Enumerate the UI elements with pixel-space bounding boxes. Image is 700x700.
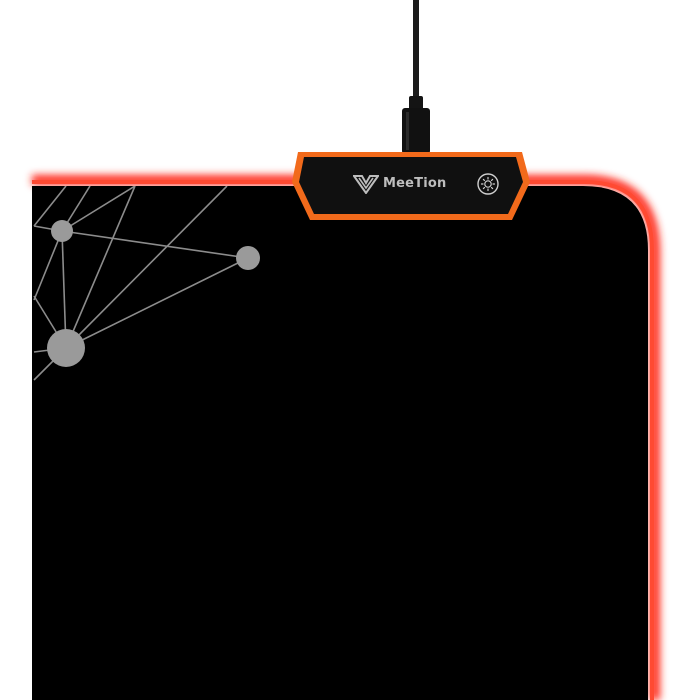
meetion-logo-icon: [353, 175, 379, 194]
pad-surface: [32, 186, 648, 700]
constellation-nodes: [47, 220, 260, 367]
light-mode-icon[interactable]: [476, 172, 500, 196]
brand-logo: MeeTion: [353, 173, 446, 195]
cable-strain-relief: [409, 96, 423, 110]
led-edge-line: [32, 180, 654, 700]
hub-body: [299, 157, 523, 214]
brand-text: MeeTion: [383, 176, 447, 191]
